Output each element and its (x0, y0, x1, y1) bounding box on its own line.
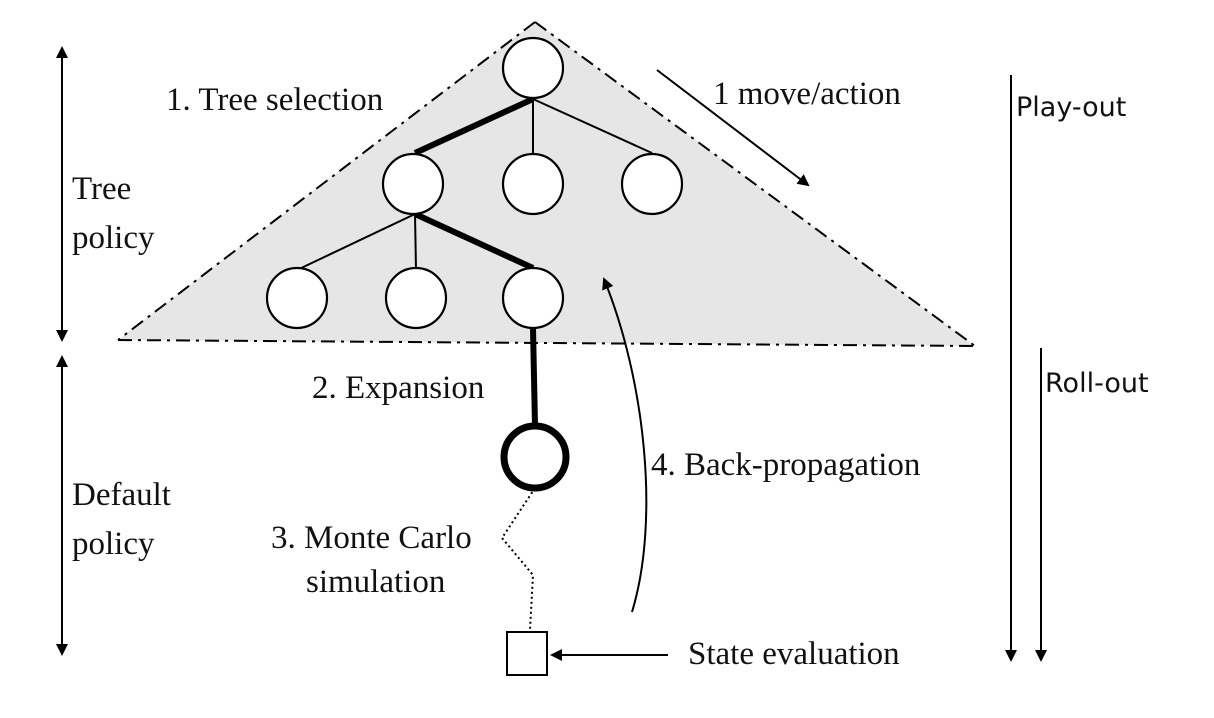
roll-out-label: Roll-out (1045, 368, 1149, 399)
level2-node-2 (384, 266, 448, 330)
state-evaluation-label: State evaluation (688, 636, 900, 672)
default-policy-label-line1: Default (72, 477, 171, 513)
tree-selection-label: 1. Tree selection (166, 82, 383, 118)
level2-node-3 (501, 266, 565, 330)
edge-left-to-c1 (296, 213, 416, 271)
level1-node-middle (501, 152, 565, 216)
edge-left-to-c2 (414, 213, 417, 271)
move-action-arrow (656, 69, 810, 187)
level1-node-left (381, 152, 445, 216)
edge-expansion (530, 327, 538, 427)
back-propagation-label: 4. Back-propagation (651, 447, 920, 483)
expansion-label: 2. Expansion (312, 370, 484, 406)
edge-root-to-right (532, 98, 653, 154)
edge-left-to-c3 (413, 211, 535, 271)
tree-policy-label-line1: Tree (72, 171, 131, 207)
region-bottom-boundary (117, 339, 976, 347)
play-out-label: Play-out (1016, 92, 1126, 123)
edge-root-to-left (413, 96, 535, 156)
monte-carlo-label-line1: 3. Monte Carlo (271, 520, 472, 556)
level1-node-right (620, 152, 684, 216)
tree-policy-label-line2: policy (72, 220, 155, 256)
root-node (501, 36, 565, 100)
back-propagation-arrow (602, 277, 648, 613)
move-action-label: 1 move/action (713, 76, 901, 112)
level2-node-1 (265, 266, 329, 330)
default-policy-label-line2: policy (72, 526, 155, 562)
terminal-state-box (506, 631, 548, 676)
region-left-boundary (117, 21, 536, 341)
monte-carlo-label-line2: simulation (306, 564, 445, 600)
region-right-boundary (534, 21, 976, 347)
expanded-node (500, 422, 570, 492)
simulation-path (500, 487, 536, 631)
